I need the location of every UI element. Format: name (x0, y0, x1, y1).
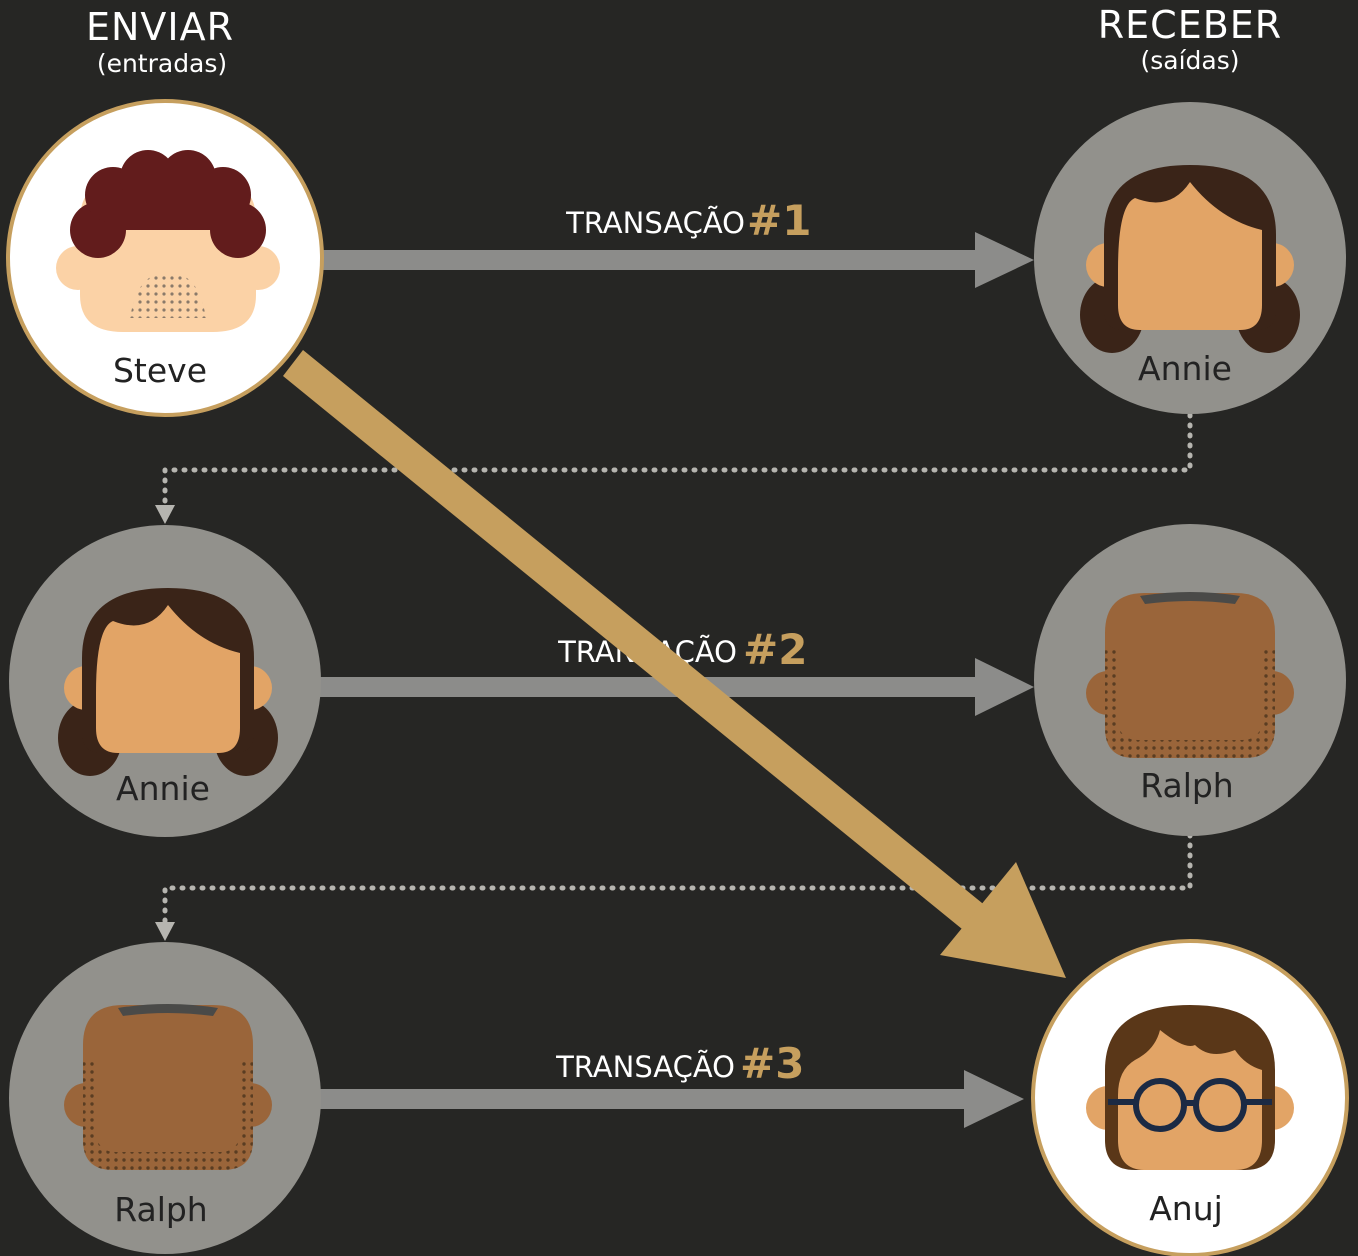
transaction-3-label: TRANSAÇÃO (555, 1050, 735, 1084)
transaction-2-number: #2 (743, 625, 807, 674)
send-column-title: ENVIAR (86, 5, 234, 49)
receiver-anuj-name: Anuj (1149, 1189, 1223, 1228)
receiver-ralph: Ralph (1034, 524, 1346, 836)
sender-annie: Annie (9, 525, 321, 837)
receiver-annie: Annie (1034, 102, 1346, 414)
sender-annie-name: Annie (116, 769, 210, 808)
send-column-subtitle: (entradas) (97, 49, 227, 78)
transaction-3-number: #3 (740, 1039, 804, 1088)
gold-direct-arrow (283, 350, 1066, 978)
transaction-1-number: #1 (747, 196, 811, 245)
receive-column-subtitle: (saídas) (1140, 46, 1239, 75)
transaction-arrow-3 (320, 1070, 1024, 1128)
receiver-ralph-name: Ralph (1140, 766, 1233, 805)
transaction-arrow-1 (320, 232, 1034, 288)
transaction-1-label: TRANSAÇÃO (565, 206, 745, 240)
receiver-anuj: Anuj (1031, 939, 1349, 1256)
avatar-ralph-icon (1086, 592, 1294, 758)
transaction-arrow-2 (320, 658, 1034, 716)
chain-connector-2-arrowhead (155, 922, 175, 941)
receive-column-title: RECEBER (1098, 3, 1282, 47)
avatar-ralph-icon (64, 1004, 272, 1170)
chain-connector-1 (162, 412, 1193, 508)
sender-steve-name: Steve (113, 351, 207, 390)
sender-steve: Steve (6, 99, 324, 417)
sender-ralph: Ralph (9, 942, 321, 1254)
chain-connector-2 (162, 832, 1193, 925)
chain-connector-1-arrowhead (155, 505, 175, 524)
receiver-annie-name: Annie (1138, 349, 1232, 388)
sender-ralph-name: Ralph (114, 1190, 207, 1229)
